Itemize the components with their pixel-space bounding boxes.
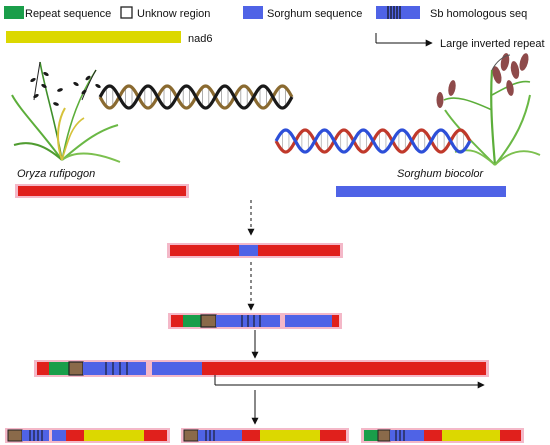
nad6-legend-label: nad6 bbox=[188, 33, 212, 45]
sorghum-legend-label: Sorghum sequence bbox=[267, 8, 362, 20]
repeat-swatch bbox=[4, 6, 24, 19]
inverted-repeat-arrow-legend bbox=[375, 33, 433, 47]
final-variant-2 bbox=[181, 428, 349, 443]
chimeric-insertion-bar bbox=[167, 243, 343, 258]
unknown-legend-label: Unknow region bbox=[137, 8, 210, 20]
rice-species-label: Oryza rufipogon bbox=[17, 168, 95, 180]
inverted-repeat-arrow bbox=[214, 375, 485, 389]
sorghum-swatch bbox=[243, 6, 263, 19]
rearranged-segment-bar bbox=[168, 313, 342, 329]
rice-genome-bar bbox=[15, 184, 189, 198]
final-variant-1 bbox=[5, 428, 170, 443]
sorghum-plant-illustration bbox=[436, 53, 541, 166]
inverted-repeat-legend-label: Large inverted repeat bbox=[440, 38, 545, 50]
expanded-genome-bar bbox=[34, 360, 489, 377]
sorghum-dna-helix bbox=[274, 128, 472, 154]
nad6-swatch bbox=[6, 31, 181, 43]
homologous-swatch bbox=[376, 6, 420, 19]
sorghum-genome-bar bbox=[336, 186, 506, 197]
homologous-legend-label: Sb homologous seq bbox=[430, 8, 527, 20]
rice-dna-helix bbox=[98, 84, 294, 110]
sorghum-species-label: Sorghum biocolor bbox=[397, 168, 485, 180]
final-variant-3 bbox=[361, 428, 524, 443]
rice-plant-illustration bbox=[11, 61, 121, 163]
repeat-legend-label: Repeat sequence bbox=[25, 8, 111, 20]
legend: Repeat sequence Unknow region Sorghum se… bbox=[4, 6, 545, 50]
unknown-swatch bbox=[120, 6, 133, 19]
